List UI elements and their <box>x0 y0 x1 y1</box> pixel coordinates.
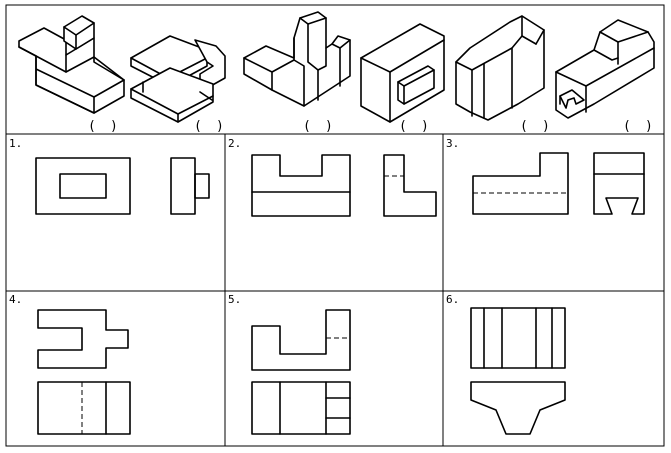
isometric-figure-d <box>360 23 445 123</box>
view-panel-4: 4. <box>9 293 131 435</box>
paren-close: ) <box>421 119 429 134</box>
top-view <box>37 309 129 369</box>
isometric-figure-a <box>18 15 125 114</box>
view-panel-1: 1. <box>9 137 210 215</box>
top-view <box>470 307 566 369</box>
view-panel-5: 5. <box>228 293 351 435</box>
answer-blank-6[interactable]: ( ) <box>623 119 653 134</box>
view-panel-6: 6. <box>446 293 566 435</box>
answer-blank-4[interactable]: ( ) <box>399 119 429 134</box>
paren-close: ) <box>542 119 550 134</box>
front-view <box>472 152 569 215</box>
front-view <box>35 157 131 215</box>
isometric-figure-c <box>243 11 351 107</box>
panel-number: 4. <box>9 293 22 306</box>
paren-open: ( <box>303 119 311 134</box>
side-view <box>383 154 437 217</box>
front-view <box>470 381 566 435</box>
isometric-figure-b <box>130 35 226 123</box>
front-view <box>37 381 131 435</box>
view-panel-3: 3. <box>446 137 645 215</box>
panel-number: 2. <box>228 137 241 150</box>
top-view <box>251 381 351 435</box>
side-view <box>593 152 645 215</box>
panel-number: 3. <box>446 137 459 150</box>
answer-blank-3[interactable]: ( ) <box>303 119 333 134</box>
paren-open: ( <box>88 119 96 134</box>
paren-close: ) <box>110 119 118 134</box>
answer-blank-1[interactable]: ( ) <box>88 119 118 134</box>
inner-rectangle <box>59 173 107 199</box>
paren-close: ) <box>325 119 333 134</box>
paren-open: ( <box>194 119 202 134</box>
front-view <box>251 309 351 371</box>
answer-blank-2[interactable]: ( ) <box>194 119 224 134</box>
isometric-figure-e <box>455 15 545 121</box>
side-protrusion <box>194 173 210 199</box>
side-view <box>170 157 196 215</box>
paren-open: ( <box>623 119 631 134</box>
answer-blank-5[interactable]: ( ) <box>520 119 550 134</box>
paren-open: ( <box>399 119 407 134</box>
paren-close: ) <box>645 119 653 134</box>
view-panel-2: 2. <box>228 137 437 217</box>
paren-open: ( <box>520 119 528 134</box>
paren-close: ) <box>216 119 224 134</box>
grid-lines <box>5 4 665 447</box>
isometric-figure-f <box>555 19 655 119</box>
front-view <box>251 154 351 217</box>
panel-number: 1. <box>9 137 22 150</box>
panel-number: 5. <box>228 293 241 306</box>
panel-number: 6. <box>446 293 459 306</box>
